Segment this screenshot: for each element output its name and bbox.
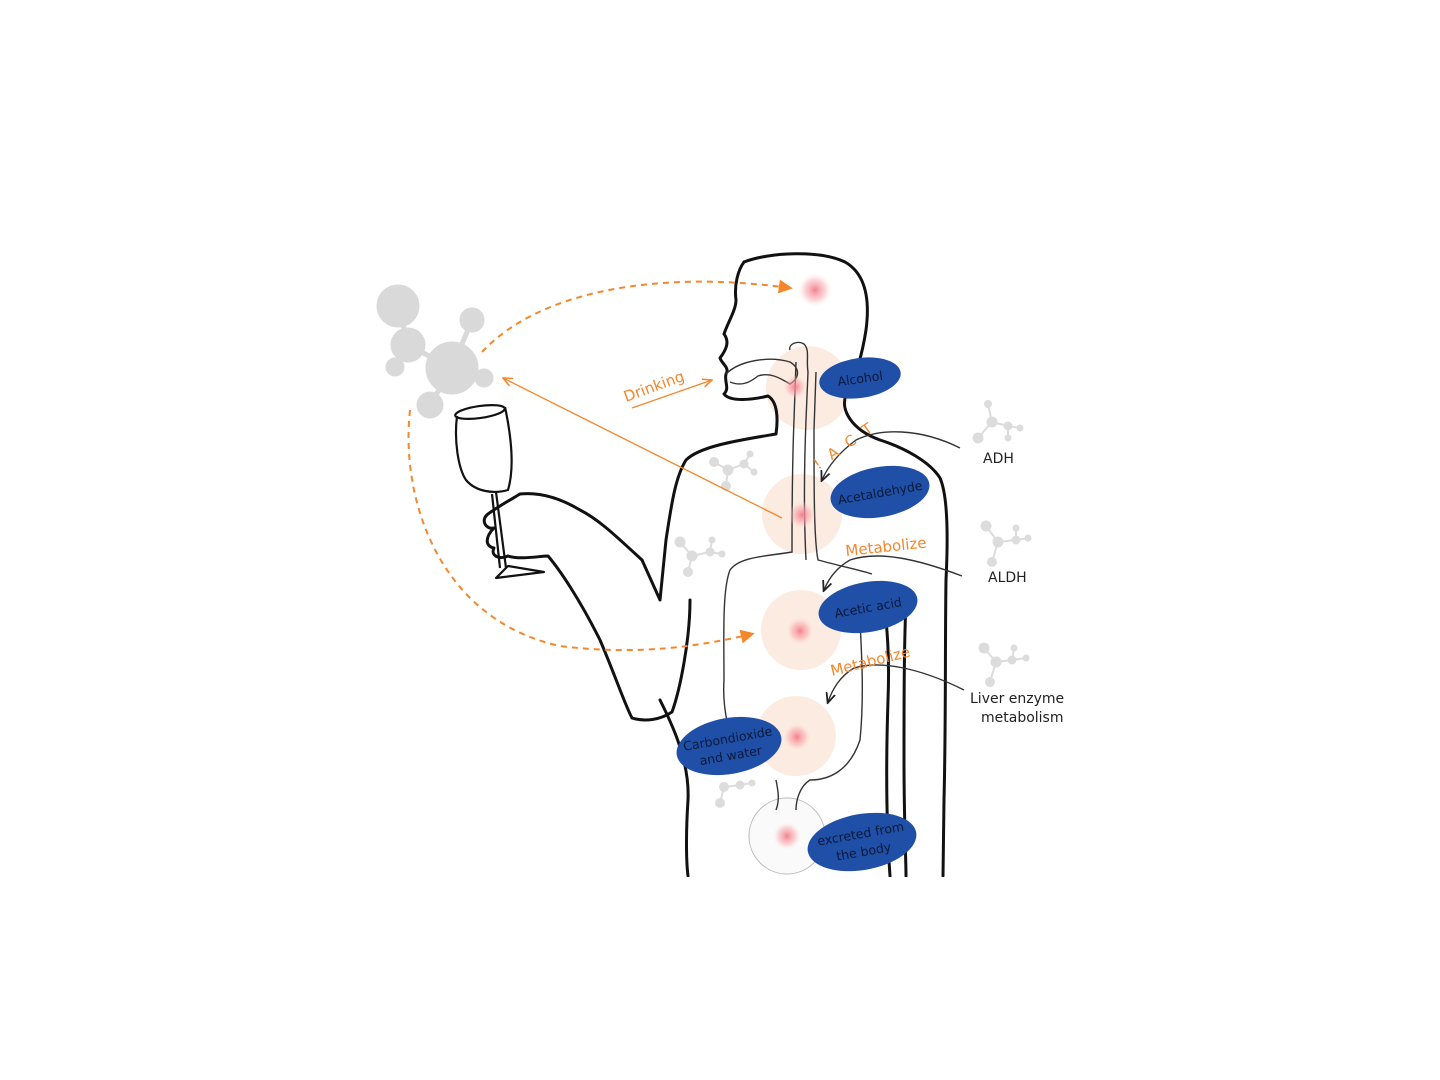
enzyme-aldh-label: ALDH [988,570,1027,586]
red-glows [773,273,832,850]
crop-mask [600,877,1000,897]
enzyme-arrows [822,431,965,702]
enzyme-liver-label: Liver enzyme [970,691,1064,707]
molecule-icon [674,400,1032,808]
enzyme-liver-label-2: metabolism [981,710,1063,726]
orange-flow-arrows [407,279,793,652]
drinking-arrow [631,380,712,409]
return-arrow [503,378,783,519]
stage-acetic-acid: Acetic acid [818,580,918,634]
metabolize-label-2: Metabolize [829,643,912,680]
molecule-icon [376,284,494,419]
stage-acetaldehyde: Acetaldehyde [830,465,930,519]
stage-co2-water: Carbondioxide and water [676,716,782,776]
stage-label: Alcohol [836,368,883,389]
human-body-outline [482,252,949,878]
stage-alcohol: Alcohol [819,357,901,399]
stage-excreted: excreted from the body [807,812,917,872]
enzyme-adh-label: ADH [983,451,1014,467]
wine-glass-icon [454,404,546,580]
